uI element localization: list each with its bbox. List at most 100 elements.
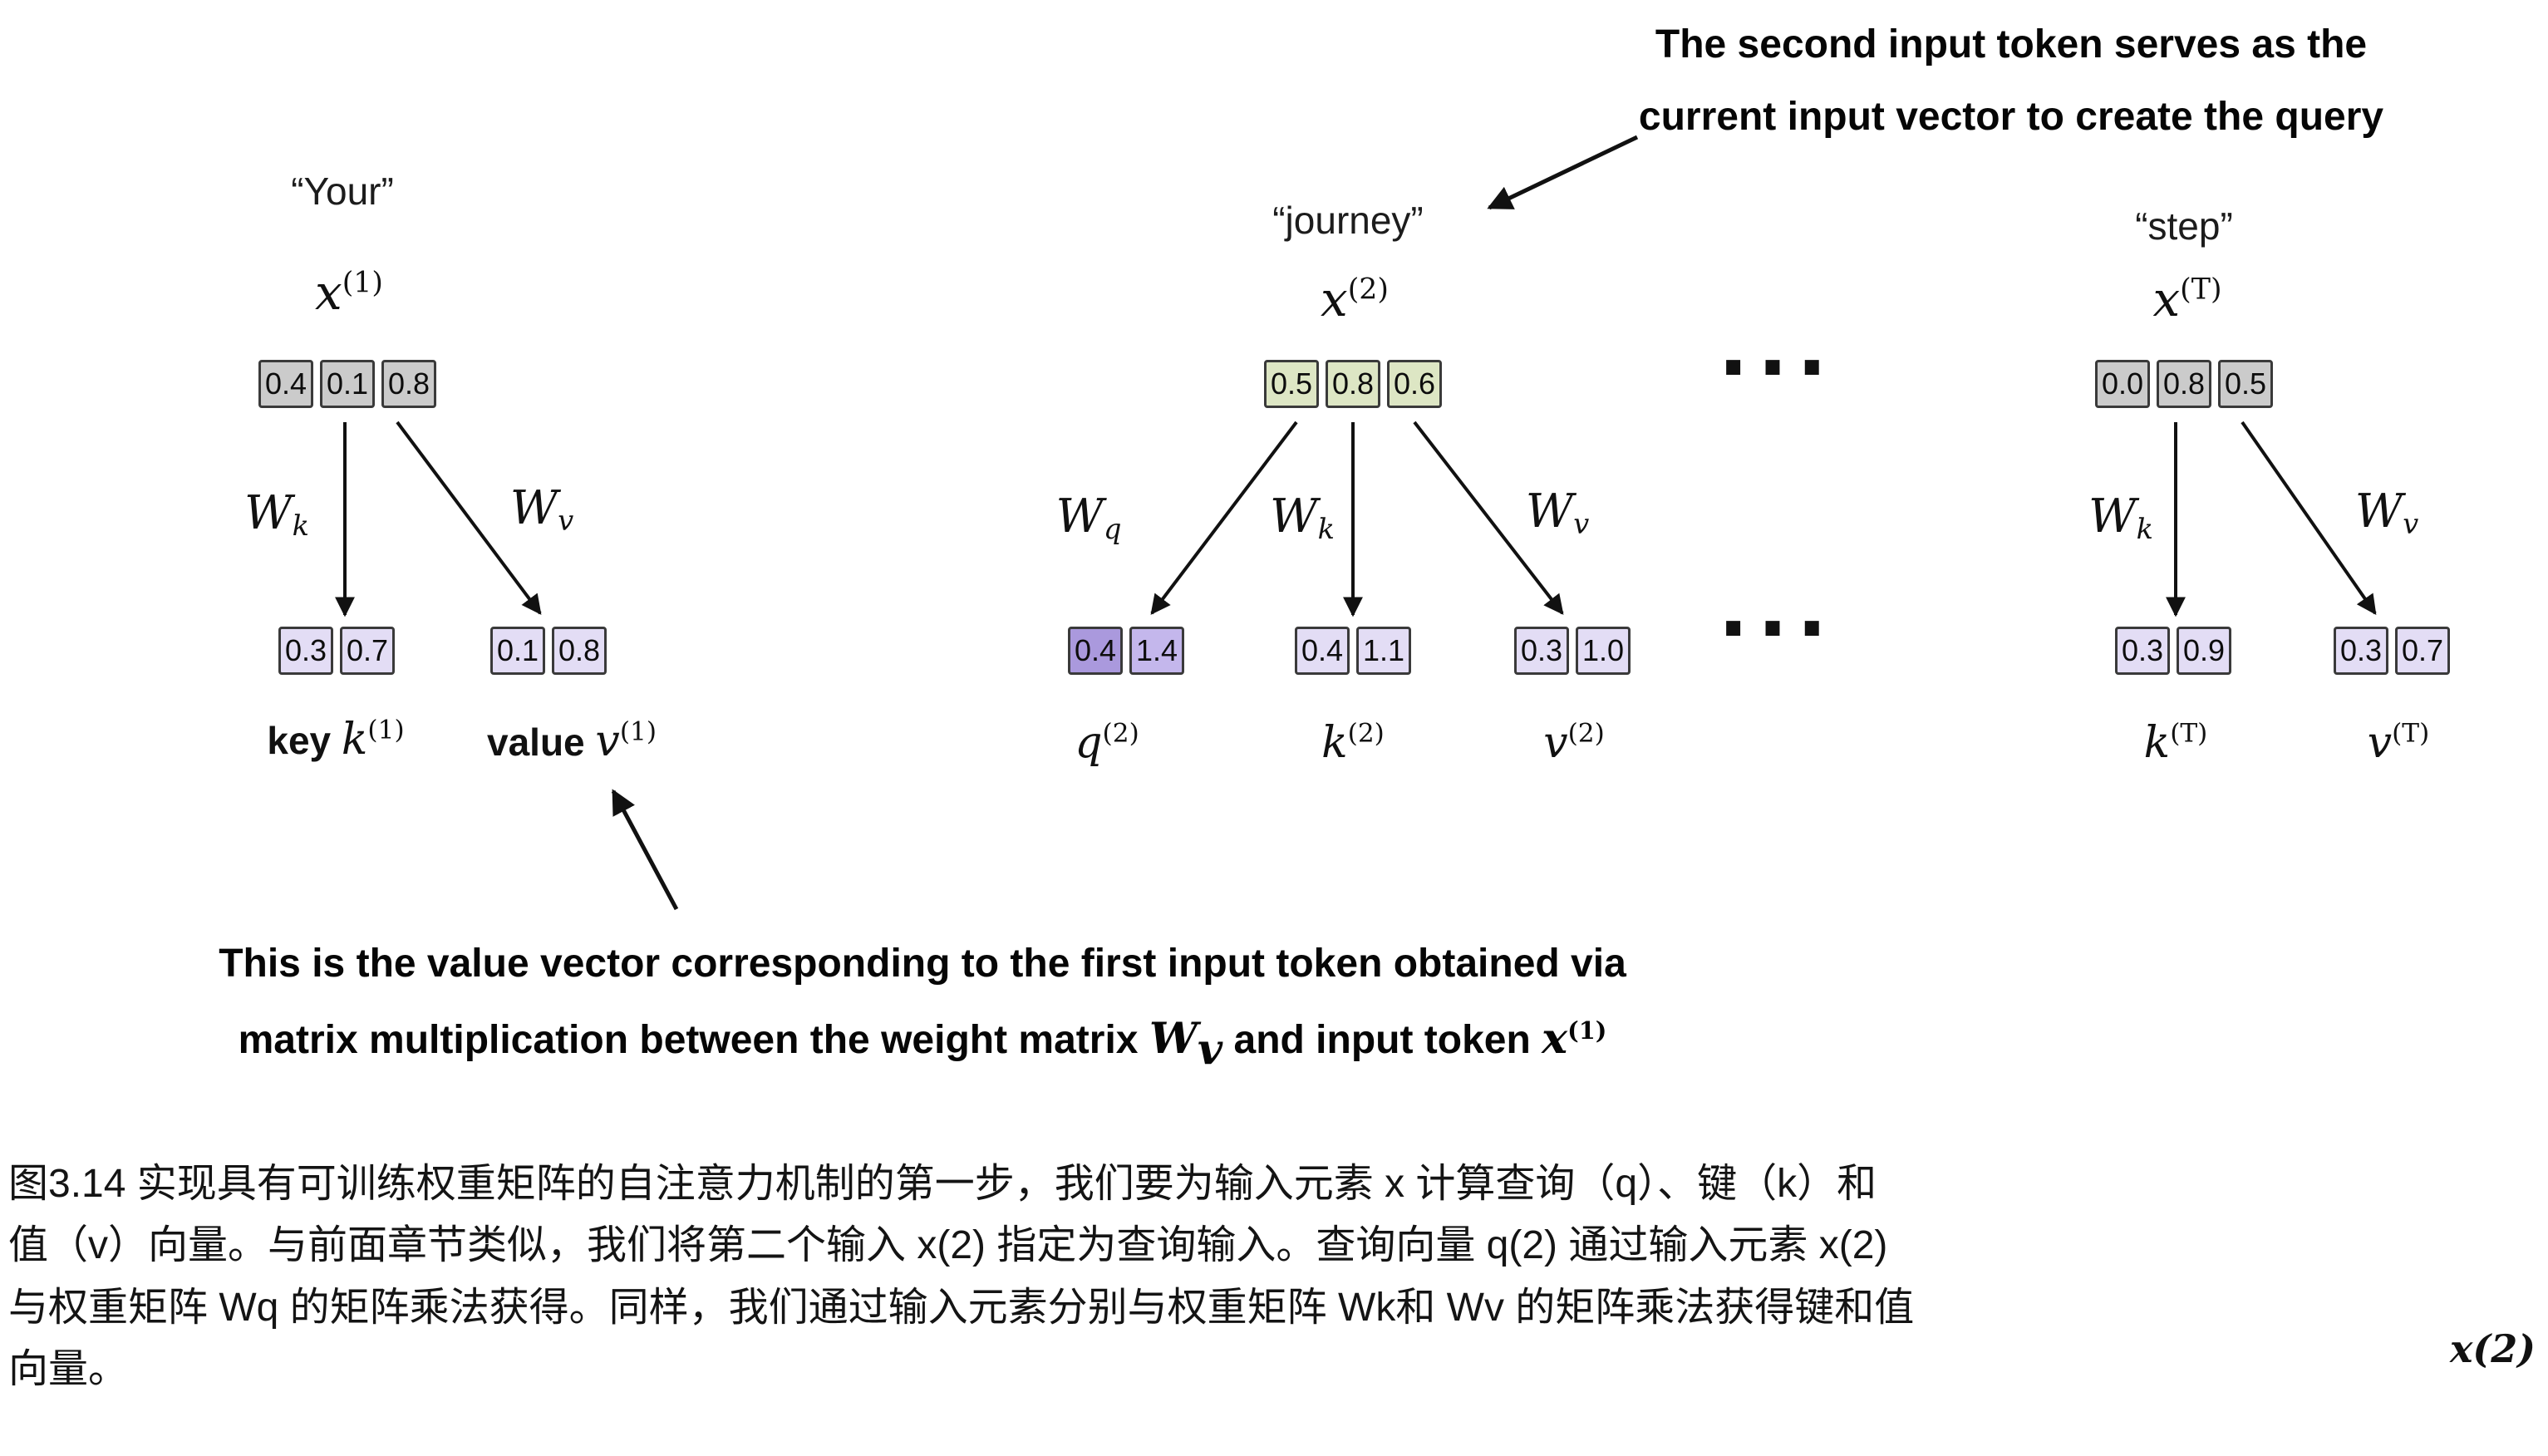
vector-cell: 0.8: [2157, 360, 2211, 408]
top-annotation: The second input token serves as the cur…: [1521, 8, 2501, 154]
symbol-base: x: [1542, 1013, 1568, 1065]
vector-cell: 0.3: [2115, 627, 2170, 675]
weight-sub: v: [558, 504, 574, 538]
input-symbol-x2: x(2): [1321, 271, 1389, 327]
caption-line: 与权重矩阵 Wq 的矩阵乘法获得。同样，我们通过输入元素分别与权重矩阵 Wk和 …: [8, 1285, 1915, 1330]
weight-label-wq-col2: Wq: [1055, 489, 1121, 545]
query-vector-q2: 0.4 1.4: [1068, 627, 1184, 675]
symbol-base: x: [2152, 271, 2181, 327]
key-vector-k2: 0.4 1.1: [1295, 627, 1411, 675]
weight-base: W: [1055, 489, 1104, 544]
weight-sub: v: [2403, 508, 2419, 541]
vector-cell: 0.6: [1387, 360, 1442, 408]
arrow-wv-col2: [1413, 421, 1564, 615]
symbol-sup: (T): [2180, 273, 2222, 307]
input-symbol-xT: x(T): [2152, 271, 2221, 327]
output-label-base: k: [341, 715, 368, 765]
weight-label-wv-col3: Wv: [2355, 484, 2419, 540]
bottom-annotation-line2-pre: matrix multiplication between the weight…: [238, 1018, 1149, 1063]
vector-cell: 0.7: [340, 627, 395, 675]
output-label-q2: q(2): [1075, 718, 1139, 768]
vector-cell: 0.4: [1295, 627, 1350, 675]
weight-sub: v: [1573, 508, 1590, 541]
token-label-step: “step”: [2135, 204, 2233, 248]
output-label-v2: v(2): [1543, 718, 1605, 768]
symbol-sup: (1): [342, 266, 384, 300]
symbol-sup: (2): [1347, 273, 1390, 307]
output-label-base: k: [1321, 718, 1348, 768]
token-label-your: “Your”: [291, 170, 394, 213]
output-label-v1: value v(1): [487, 716, 657, 766]
bottom-annotation-line2: matrix multiplication between the weight…: [116, 1000, 1729, 1089]
weight-sub: k: [292, 509, 309, 543]
key-vector-k1: 0.3 0.7: [278, 627, 395, 675]
vector-cell: 0.1: [320, 360, 375, 408]
figure-caption: 图3.14 实现具有可训练权重矩阵的自注意力机制的第一步，我们要为输入元素 x …: [8, 1153, 2540, 1401]
caption-line: 值（v）向量。与前面章节类似，我们将第二个输入 x(2) 指定为查询输入。查询向…: [8, 1223, 1888, 1268]
vector-cell: 0.4: [1068, 627, 1123, 675]
caption-line: 图3.14 实现具有可训练权重矩阵的自注意力机制的第一步，我们要为输入元素 x …: [8, 1162, 1877, 1206]
output-label-kT: k(T): [2144, 718, 2208, 768]
weight-label-wk-col3: Wk: [2088, 489, 2153, 545]
vector-cell: 0.7: [2395, 627, 2450, 675]
output-label-base: v: [595, 716, 620, 766]
input-vector-x1: 0.4 0.1 0.8: [258, 360, 436, 408]
output-label-vT: v(T): [2368, 718, 2430, 768]
ellipsis-output-row: ...: [1719, 546, 1838, 657]
vector-cell: 0.8: [552, 627, 607, 675]
vector-cell: 0.0: [2095, 360, 2150, 408]
output-label-prefix: value: [487, 721, 596, 764]
input-symbol-x1: x(1): [315, 264, 383, 321]
vector-cell: 0.8: [1326, 360, 1380, 408]
caption-line: 向量。: [8, 1347, 129, 1392]
weight-sub: k: [2136, 513, 2153, 546]
output-label-sup: (1): [619, 716, 657, 747]
caption-overlay-x2-artifact: x(2): [2450, 1326, 2536, 1371]
vector-cell: 0.3: [2334, 627, 2388, 675]
symbol-base: x: [314, 264, 342, 321]
symbol-base: x: [1320, 271, 1348, 327]
arrow-top-annotation: [1487, 135, 1639, 210]
weight-sub: v: [1198, 1024, 1223, 1075]
vector-cell: 0.5: [1264, 360, 1319, 408]
ellipsis-input-row: ...: [1719, 285, 1838, 396]
output-label-base: k: [2143, 718, 2171, 768]
output-label-k1: key k(1): [267, 715, 404, 765]
weight-base: W: [509, 480, 558, 535]
vector-cell: 0.8: [381, 360, 436, 408]
vector-cell: 0.3: [278, 627, 333, 675]
value-vector-v1: 0.1 0.8: [490, 627, 607, 675]
bottom-annotation: This is the value vector corresponding t…: [116, 927, 1729, 1090]
output-label-sup: (T): [2170, 718, 2208, 749]
arrow-bottom-annotation: [611, 789, 679, 911]
vector-cell: 1.1: [1356, 627, 1411, 675]
value-vector-vT: 0.3 0.7: [2334, 627, 2450, 675]
vector-cell: 0.1: [490, 627, 545, 675]
weight-label-wv-col2: Wv: [1526, 484, 1590, 540]
output-label-base: v: [1543, 718, 1568, 768]
weight-label-wk-col1: Wk: [244, 485, 309, 542]
weight-base: W: [2088, 489, 2137, 544]
weight-base: W: [1149, 1013, 1198, 1065]
token-label-journey: “journey”: [1272, 199, 1424, 242]
weight-base: W: [1525, 484, 1574, 539]
bottom-annotation-line1: This is the value vector corresponding t…: [219, 942, 1626, 986]
symbol-sup: (1): [1567, 1016, 1607, 1045]
weight-sub: q: [1104, 513, 1122, 546]
output-label-base: q: [1075, 718, 1103, 768]
output-label-k2: k(2): [1321, 718, 1385, 768]
vector-cell: 0.9: [2177, 627, 2231, 675]
output-label-sup: (T): [2392, 718, 2430, 749]
input-vector-xT: 0.0 0.8 0.5: [2095, 360, 2273, 408]
output-label-sup: (2): [1102, 718, 1139, 749]
value-vector-v2: 0.3 1.0: [1514, 627, 1631, 675]
vector-cell: 0.4: [258, 360, 313, 408]
weight-base: W: [1270, 489, 1318, 544]
output-label-sup: (2): [1347, 718, 1385, 749]
top-annotation-line1: The second input token serves as the: [1655, 22, 2368, 66]
output-label-prefix: key: [267, 719, 342, 762]
vector-cell: 0.3: [1514, 627, 1569, 675]
output-label-sup: (1): [367, 715, 405, 745]
